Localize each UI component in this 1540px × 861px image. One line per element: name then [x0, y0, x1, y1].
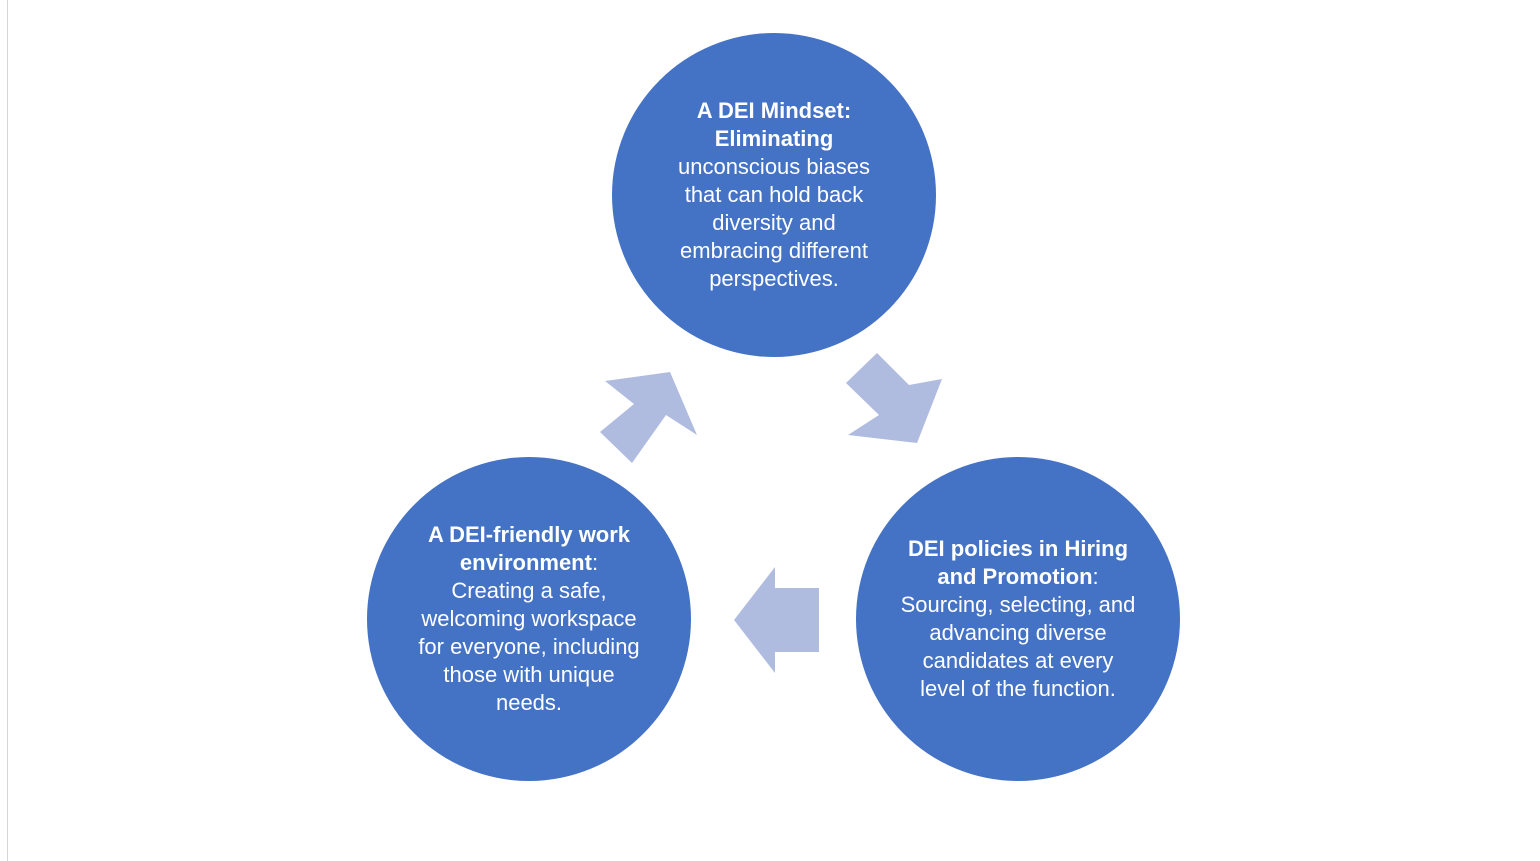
- node-environment-title: A DEI-friendly work environment: [427, 522, 631, 575]
- node-environment-separator: :: [591, 550, 599, 575]
- node-hiring: DEI policies in Hiring and Promotion: So…: [898, 464, 1138, 774]
- node-hiring-title: DEI policies in Hiring and Promotion: [907, 536, 1129, 589]
- node-environment-body: Creating a safe, welcoming workspace for…: [418, 578, 640, 715]
- node-circle-environment: [367, 457, 691, 781]
- page-edge-line: [7, 0, 8, 861]
- node-circle-mindset: [612, 33, 936, 357]
- node-environment-text: A DEI-friendly work environment: Creatin…: [418, 521, 640, 717]
- node-hiring-separator: :: [1092, 564, 1099, 589]
- node-mindset-body: unconscious biases that can hold back di…: [677, 154, 870, 291]
- node-mindset-text: A DEI Mindset: Eliminating unconscious b…: [668, 97, 880, 293]
- node-hiring-text: DEI policies in Hiring and Promotion: So…: [898, 535, 1138, 703]
- arrow-hiring-to-environment: [734, 567, 819, 673]
- node-mindset-title: A DEI Mindset: Eliminating: [696, 98, 852, 151]
- arrow-mindset-to-hiring: [846, 353, 942, 443]
- arrow-environment-to-mindset: [600, 372, 697, 463]
- node-circle-hiring: [856, 457, 1180, 781]
- node-environment: A DEI-friendly work environment: Creatin…: [418, 464, 640, 774]
- node-hiring-body: Sourcing, selecting, and advancing diver…: [900, 592, 1136, 701]
- node-mindset: A DEI Mindset: Eliminating unconscious b…: [668, 40, 880, 350]
